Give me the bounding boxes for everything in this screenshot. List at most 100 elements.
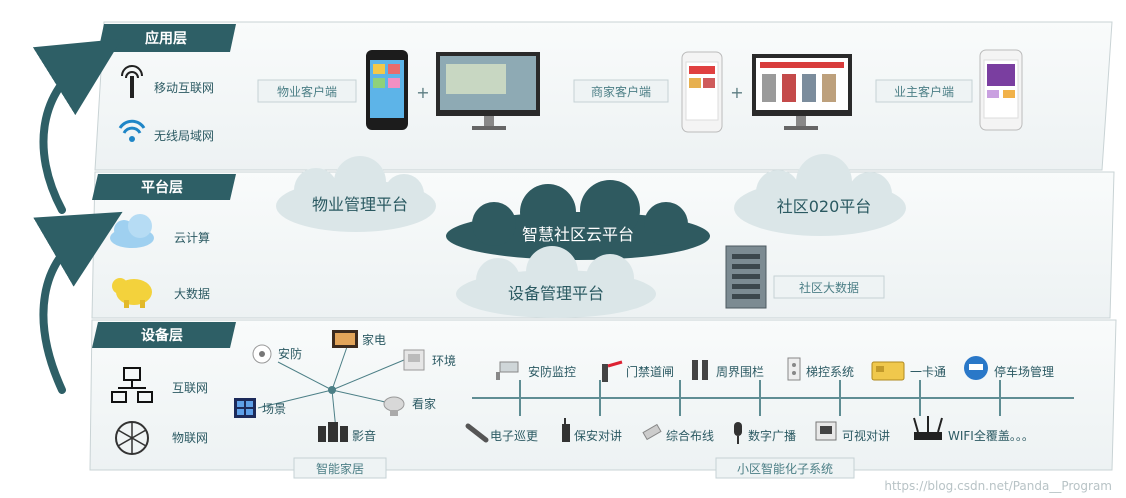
smart-community-cloud: 智慧社区云平台 bbox=[446, 180, 710, 260]
iot-label: 物联网 bbox=[172, 431, 208, 445]
owner-client-label: 业主客户端 bbox=[894, 84, 954, 99]
globe-icon bbox=[115, 421, 149, 455]
cloud-computing-row: 云计算 bbox=[110, 214, 210, 248]
network-topology-icon bbox=[111, 367, 153, 403]
intercom-item: 保安对讲 bbox=[562, 418, 622, 443]
gate-label: 门禁道闸 bbox=[626, 364, 674, 379]
broadcast-item: 数字广播 bbox=[734, 422, 796, 444]
video-intercom-label: 可视对讲 bbox=[842, 428, 890, 443]
patrol-wand-icon bbox=[465, 423, 489, 443]
plus-sign: + bbox=[416, 83, 429, 102]
patrol-item: 电子巡更 bbox=[465, 423, 538, 443]
perimeter-sensor-icon bbox=[692, 360, 708, 380]
hadoop-elephant-icon bbox=[112, 278, 152, 308]
wlan-label: 无线局域网 bbox=[154, 129, 214, 143]
property-client-tag: 物业客户端 bbox=[257, 79, 357, 103]
router-icon bbox=[913, 416, 943, 440]
video-intercom-item: 可视对讲 bbox=[815, 421, 890, 443]
microphone-icon bbox=[734, 422, 742, 444]
owner-client-tag: 业主客户端 bbox=[875, 79, 973, 103]
cable-connector-icon bbox=[642, 423, 662, 441]
walkie-talkie-icon bbox=[562, 418, 570, 442]
video-intercom-icon bbox=[815, 421, 837, 441]
broadcast-label: 数字广播 bbox=[748, 428, 796, 443]
parking-label: 停车场管理 bbox=[994, 364, 1054, 379]
mobile-internet-label: 移动互联网 bbox=[154, 81, 214, 95]
parking-item: 停车场管理 bbox=[964, 356, 1054, 380]
housewatch-label: 看家 bbox=[412, 396, 436, 411]
phone-image-white bbox=[681, 51, 723, 133]
arrow-platform-to-application bbox=[32, 38, 122, 214]
platform-layer-tab: 平台层 bbox=[92, 174, 236, 200]
application-layer-tab: 应用层 bbox=[98, 24, 236, 52]
merchant-client-label: 商家客户端 bbox=[591, 84, 651, 99]
cctv-label: 安防监控 bbox=[528, 364, 576, 379]
parking-car-icon bbox=[964, 356, 988, 380]
antenna-icon bbox=[121, 65, 143, 98]
monitor-image-2 bbox=[752, 54, 852, 130]
application-layer-title: 应用层 bbox=[145, 30, 187, 47]
plus-sign-2: + bbox=[730, 83, 743, 102]
community-o2o-cloud: 社区020平台 bbox=[734, 154, 906, 236]
device-platform-label: 设备管理平台 bbox=[508, 284, 604, 303]
wifi-coverage-item: WIFI全覆盖。。。 bbox=[913, 416, 1034, 443]
intercom-label: 保安对讲 bbox=[574, 428, 622, 443]
wifi-icon bbox=[118, 119, 146, 142]
elevator-item: 梯控系统 bbox=[787, 357, 854, 381]
smart-home-security: 安防 bbox=[252, 344, 302, 364]
device-layer-slab bbox=[89, 319, 1117, 471]
community-caption-label: 小区智能化子系统 bbox=[737, 461, 833, 476]
internet-row: 互联网 bbox=[111, 367, 208, 403]
cabling-label: 综合布线 bbox=[666, 428, 714, 443]
security-label: 安防 bbox=[278, 346, 302, 361]
smart-home-caption-label: 智能家居 bbox=[316, 461, 364, 476]
wlan-row: 无线局域网 bbox=[118, 119, 214, 143]
audio-video-label: 影音 bbox=[352, 428, 376, 443]
internet-label: 互联网 bbox=[172, 381, 208, 395]
property-management-cloud: 物业管理平台 bbox=[276, 156, 436, 232]
big-data-row: 大数据 bbox=[112, 278, 210, 308]
device-layer-tab: 设备层 bbox=[92, 322, 236, 348]
cctv-camera-icon bbox=[496, 361, 519, 380]
community-bigdata-label: 社区大数据 bbox=[799, 280, 859, 295]
device-management-cloud: 设备管理平台 bbox=[456, 246, 656, 318]
community-bigdata-tag: 社区大数据 bbox=[773, 275, 885, 299]
smart-card-icon bbox=[871, 361, 905, 381]
gate-item: 门禁道闸 bbox=[602, 360, 674, 382]
smart-home-appliance: 家电 bbox=[332, 330, 386, 348]
mobile-network-row: 移动互联网 bbox=[121, 65, 214, 98]
community-o2o-label: 社区020平台 bbox=[777, 197, 872, 216]
device-layer-title: 设备层 bbox=[141, 327, 183, 344]
patrol-label: 电子巡更 bbox=[490, 429, 538, 443]
smart-home-housewatch: 看家 bbox=[383, 396, 436, 416]
property-client-label: 物业客户端 bbox=[277, 84, 337, 99]
monitor-image bbox=[436, 52, 540, 130]
perimeter-label: 周界围栏 bbox=[716, 364, 764, 379]
barrier-gate-icon bbox=[602, 360, 623, 382]
card-item: 一卡通 bbox=[871, 361, 946, 381]
bus-drops bbox=[519, 380, 1001, 416]
smart-home-environment: 环境 bbox=[403, 349, 456, 371]
elevator-label: 梯控系统 bbox=[806, 365, 854, 379]
smart-community-platform-label: 智慧社区云平台 bbox=[522, 225, 634, 244]
phone-image-3 bbox=[979, 49, 1023, 131]
property-platform-label: 物业管理平台 bbox=[312, 195, 408, 214]
appliance-label: 家电 bbox=[362, 332, 386, 347]
perimeter-item: 周界围栏 bbox=[692, 360, 764, 380]
smart-home-scene: 场景 bbox=[234, 398, 286, 418]
card-label: 一卡通 bbox=[910, 365, 946, 379]
big-data-label: 大数据 bbox=[174, 286, 210, 301]
watermark: https://blog.csdn.net/Panda__Program bbox=[884, 479, 1112, 493]
smart-home-hub bbox=[257, 343, 405, 431]
cabling-item: 综合布线 bbox=[642, 423, 714, 443]
cloud-computing-icon bbox=[110, 214, 154, 248]
server-rack-icon bbox=[725, 245, 767, 309]
arrow-device-to-platform bbox=[33, 211, 123, 394]
smart-home-audio-video: 影音 bbox=[318, 422, 376, 443]
elevator-panel-icon bbox=[787, 357, 801, 381]
phone-image bbox=[366, 50, 408, 130]
iot-row: 物联网 bbox=[115, 421, 208, 455]
smart-home-caption: 智能家居 bbox=[293, 457, 387, 479]
merchant-client-tag: 商家客户端 bbox=[573, 79, 669, 103]
